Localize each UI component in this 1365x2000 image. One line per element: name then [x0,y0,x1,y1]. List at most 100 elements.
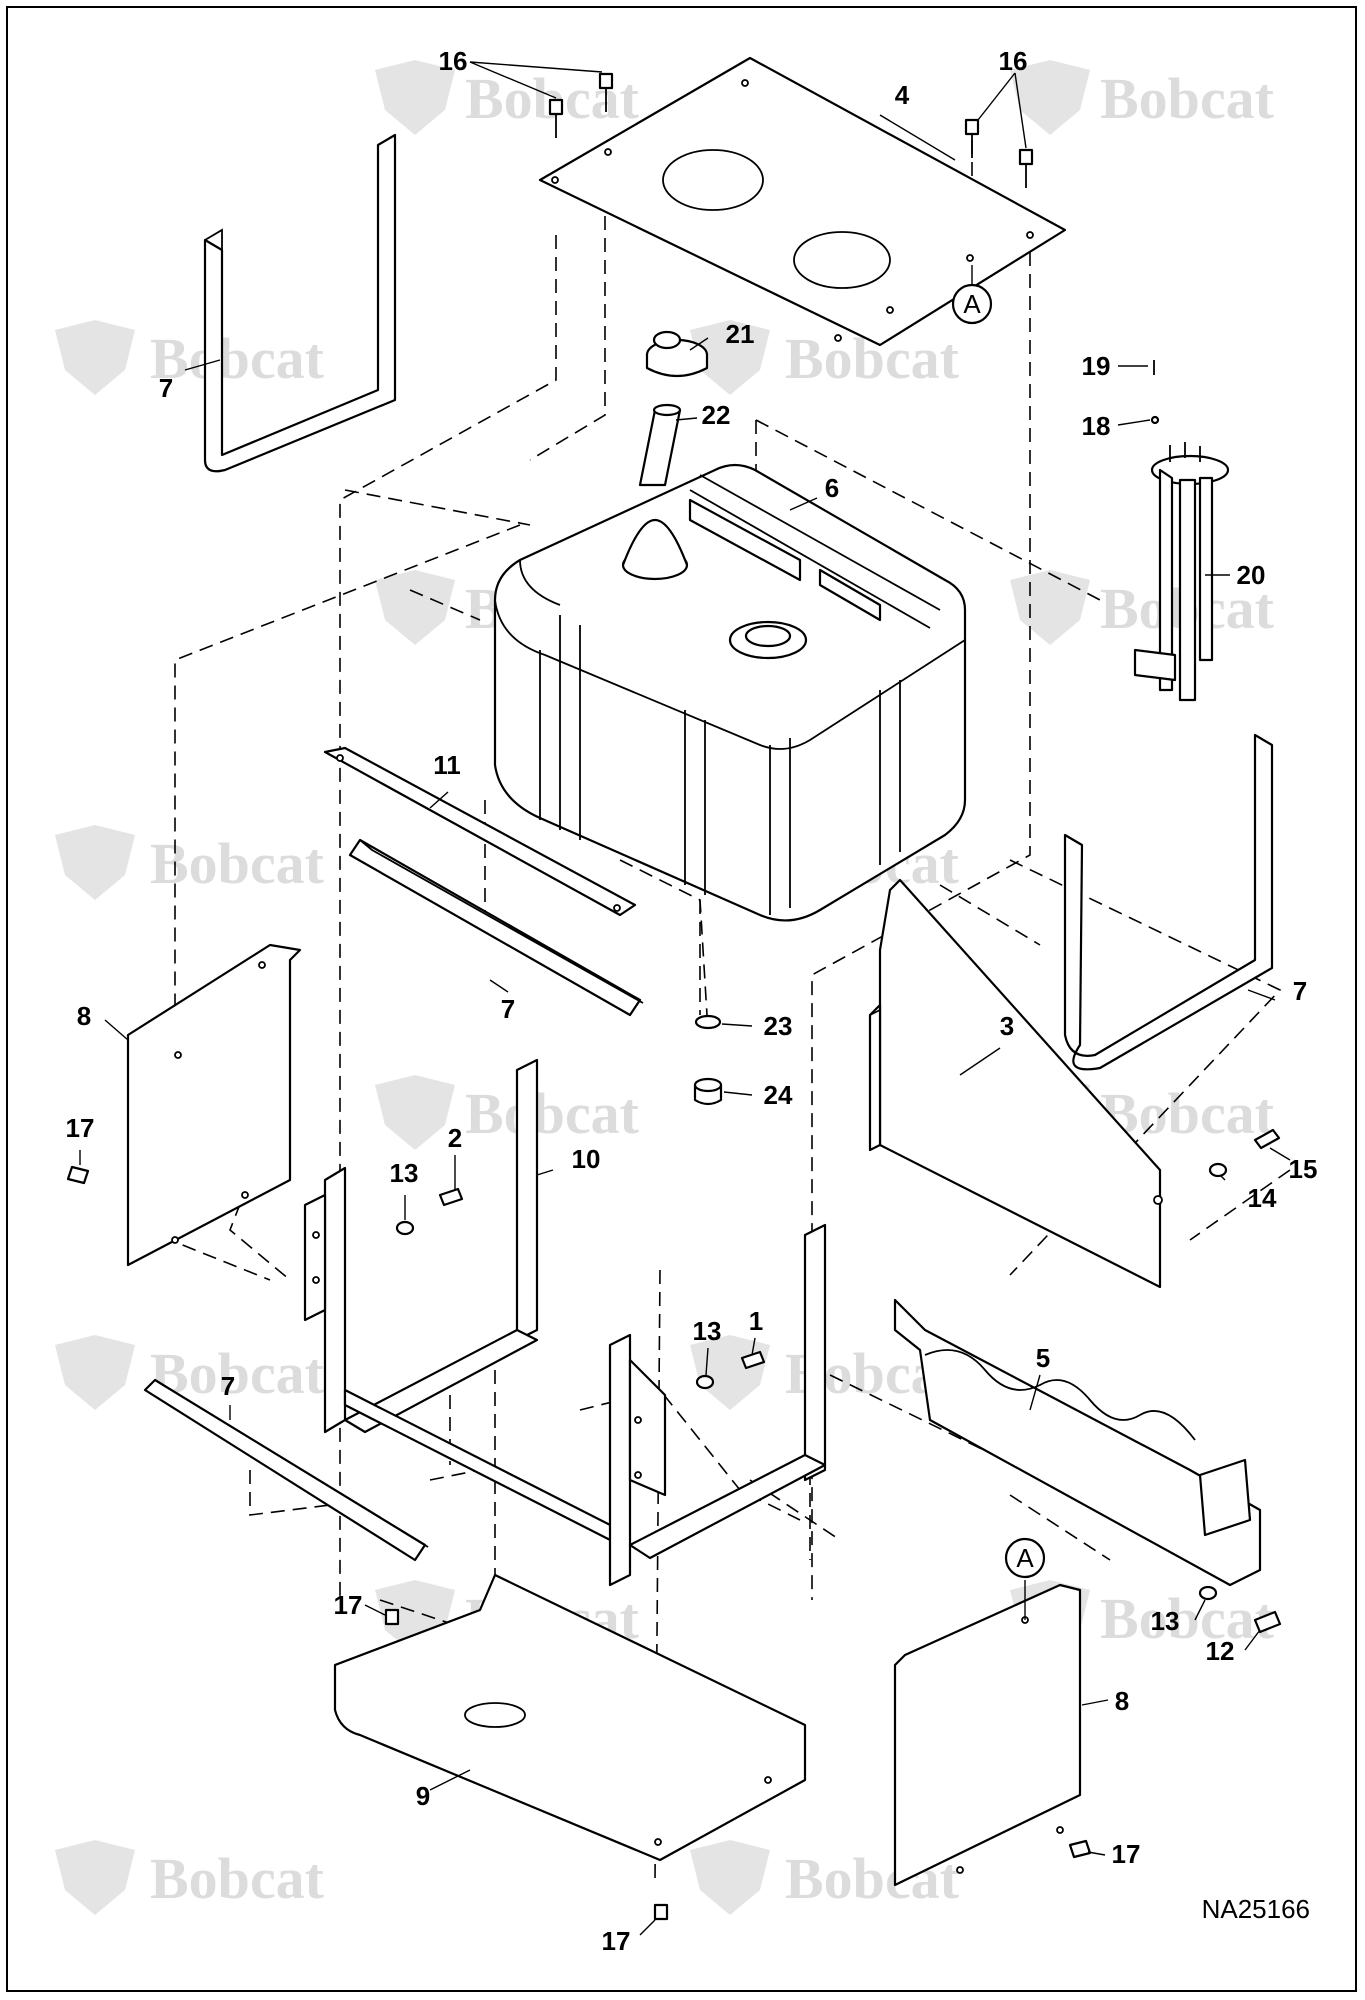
watermark: Bobcat [1010,60,1275,135]
reference-label: A [963,289,981,319]
washer [395,1220,415,1236]
rear-shield [868,878,1163,1289]
callout-17: 17 [334,1590,363,1620]
bolt [653,1903,669,1921]
side-shield [126,943,302,1267]
callout-14: 14 [1248,1183,1277,1213]
support-bar [323,746,637,917]
callout-6: 6 [825,473,839,503]
hose-guard [893,1298,1262,1587]
drain-plug [693,1077,723,1106]
callout-16: 16 [999,46,1028,76]
callout-10: 10 [572,1144,601,1174]
watermark: Bobcat [55,825,325,900]
callout-4: 4 [895,80,910,110]
bottom-pan [333,1573,807,1862]
fuel-sender [1133,360,1230,702]
callout-21: 21 [726,319,755,349]
callout-labels: 16 16 4 7 21 22 6 19 18 20 11 7 23 24 3 … [66,46,1318,1956]
watermark: Bobcat [375,1075,640,1150]
tank-strap [203,133,397,473]
watermark: Bobcat [55,1840,325,1915]
bobcat-logo-icon [55,1840,135,1915]
watermark: Bobcat [1010,570,1275,645]
top-cover-plate [538,56,1067,347]
bolt [1253,1128,1281,1150]
callout-17: 17 [66,1113,95,1143]
callout-24: 24 [764,1080,793,1110]
reference-label: A [1016,1543,1034,1573]
bolt [740,1350,766,1370]
watermark-text: Bobcat [1100,1586,1275,1651]
callout-7: 7 [221,1371,235,1401]
tank-strap [1063,733,1274,1071]
fuel-tank [493,463,967,922]
bobcat-logo-icon [1010,570,1090,645]
watermark-text: Bobcat [465,66,640,131]
bobcat-logo-icon [1010,60,1090,135]
callout-8: 8 [1115,1686,1129,1716]
callout-18: 18 [1082,411,1111,441]
watermark-text: Bobcat [150,1846,325,1911]
callout-13: 13 [693,1316,722,1346]
bobcat-logo-icon [375,60,455,135]
callout-20: 20 [1237,560,1266,590]
o-ring [694,1014,722,1030]
tank-frame-right [608,1223,827,1587]
watermark: Bobcat [55,320,325,395]
washer [1208,1162,1228,1178]
document-id: NA25166 [1202,1894,1310,1924]
reference-marker-a: A [1004,1537,1046,1579]
washer [695,1374,715,1390]
watermark-text: Bobcat [150,831,325,896]
bolt [384,1608,400,1626]
callout-17: 17 [1112,1839,1141,1869]
callout-7: 7 [1293,976,1307,1006]
callout-1: 1 [749,1306,763,1336]
bolt [66,1165,90,1185]
watermark: Bobcat [375,60,640,135]
callout-15: 15 [1289,1154,1318,1184]
bobcat-logo-icon [375,570,455,645]
watermark-text: Bobcat [1100,66,1275,131]
callout-7: 7 [159,373,173,403]
callout-8: 8 [77,1001,91,1031]
bobcat-logo-icon [690,1335,770,1410]
watermark-text: Bobcat [465,1081,640,1146]
callout-13: 13 [1151,1606,1180,1636]
bobcat-logo-icon [375,1075,455,1150]
bolt [438,1187,464,1207]
bobcat-logo-icon [55,1335,135,1410]
bolt [964,118,980,158]
callout-19: 19 [1082,351,1111,381]
bobcat-logo-icon [55,825,135,900]
callout-12: 12 [1206,1636,1235,1666]
watermark-text: Bobcat [150,326,325,391]
tank-frame-left [303,1058,622,1547]
leader-lines [79,61,1291,1936]
callout-13: 13 [390,1158,419,1188]
bolt [548,98,564,138]
fill-neck [638,403,682,487]
callout-22: 22 [702,400,731,430]
callout-3: 3 [1000,1011,1014,1041]
side-shield [893,1583,1082,1887]
callout-5: 5 [1036,1343,1050,1373]
bobcat-logo-icon [55,320,135,395]
washer [1198,1585,1218,1601]
bolt [1018,148,1034,188]
bobcat-logo-icon [690,320,770,395]
bobcat-logo-icon [690,1840,770,1915]
callout-16: 16 [439,46,468,76]
callout-2: 2 [448,1123,462,1153]
callout-11: 11 [433,750,461,780]
callout-17: 17 [602,1926,631,1956]
reference-marker-a: A [951,283,993,325]
angle-strip [348,838,644,1017]
bolt [598,72,614,112]
callout-9: 9 [416,1781,430,1811]
angle-strip [143,1378,429,1562]
callout-7: 7 [501,994,515,1024]
fuel-cap [645,330,709,378]
